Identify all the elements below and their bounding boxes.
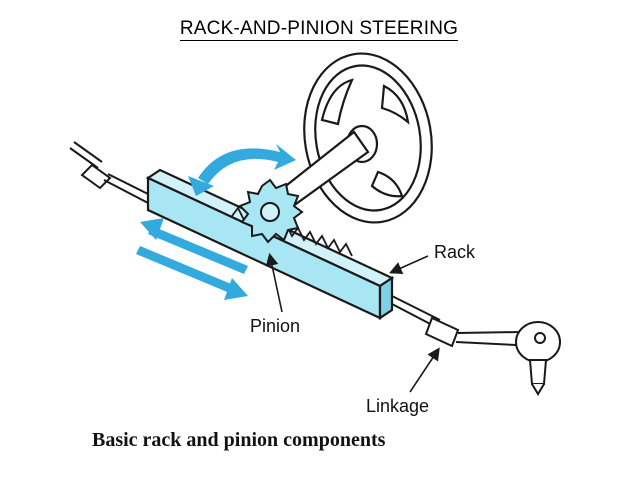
- leader-lines: [265, 252, 440, 393]
- slide-title-text: RACK-AND-PINION STEERING: [179, 18, 459, 41]
- rotation-arrow: [188, 144, 296, 196]
- label-rack: Rack: [434, 242, 476, 262]
- right-linkage: [391, 295, 561, 396]
- pinion-gear: [238, 178, 304, 244]
- left-tie-rod: [69, 141, 153, 205]
- label-linkage: Linkage: [366, 396, 429, 416]
- rack-motion-arrows: [136, 218, 248, 300]
- slide-title: RACK-AND-PINION STEERING: [0, 18, 638, 41]
- steering-wheel: [303, 52, 433, 224]
- figure-caption: Basic rack and pinion components: [92, 429, 386, 451]
- label-pinion: Pinion: [250, 316, 300, 336]
